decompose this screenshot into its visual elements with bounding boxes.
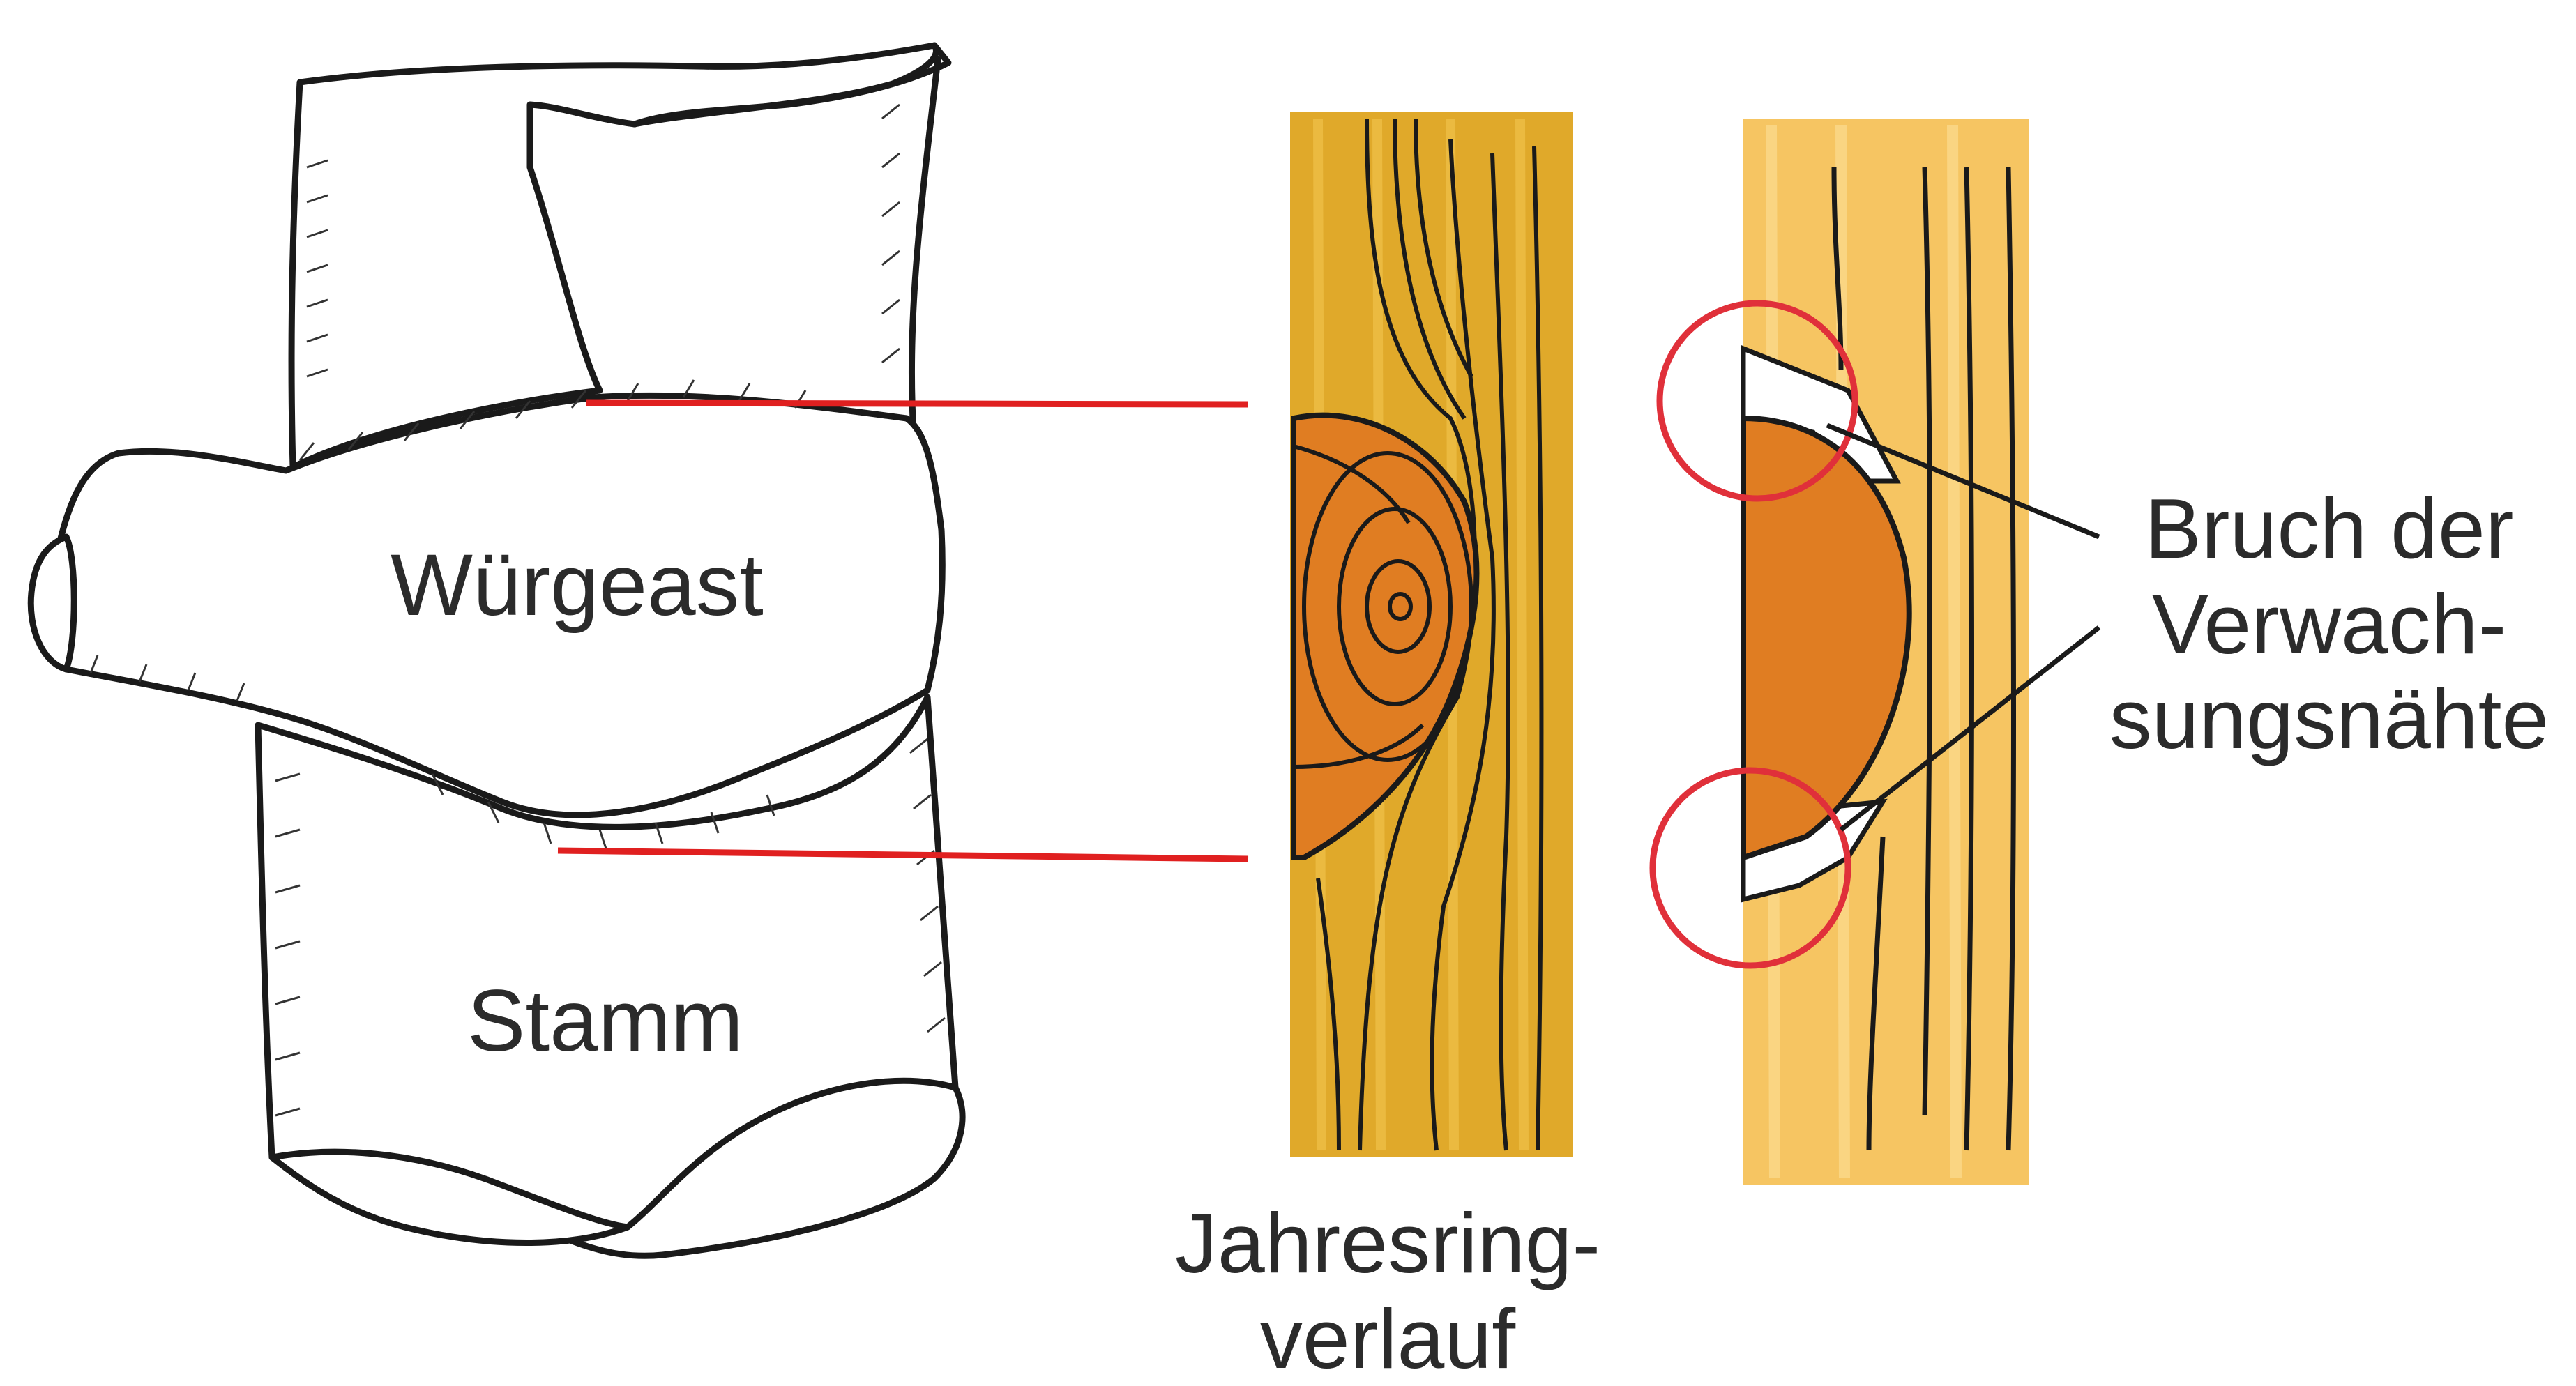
upper-trunk-right-side <box>911 59 938 432</box>
trunk-sketch <box>31 45 962 1256</box>
wood-section-break <box>1653 119 2099 1185</box>
label-stamm: Stamm <box>467 973 743 1070</box>
pointer-line-upper <box>586 403 1248 404</box>
label-jahresring-line2: verlauf <box>1144 1291 1632 1386</box>
label-bruch-line3: sungsnähte <box>2085 671 2573 767</box>
label-jahresring-line1: Jahresring- <box>1144 1196 1632 1291</box>
wood-section-rings <box>1290 112 1573 1157</box>
label-bruch-verwachsungsnaehte: Bruch der Verwach- sungsnähte <box>2085 481 2573 767</box>
branch-stub-end <box>31 537 74 669</box>
label-wuergeast: Würgeast <box>391 537 764 634</box>
label-jahresringverlauf: Jahresring- verlauf <box>1144 1196 1632 1386</box>
label-bruch-line1: Bruch der <box>2085 481 2573 577</box>
label-bruch-line2: Verwach- <box>2085 577 2573 672</box>
